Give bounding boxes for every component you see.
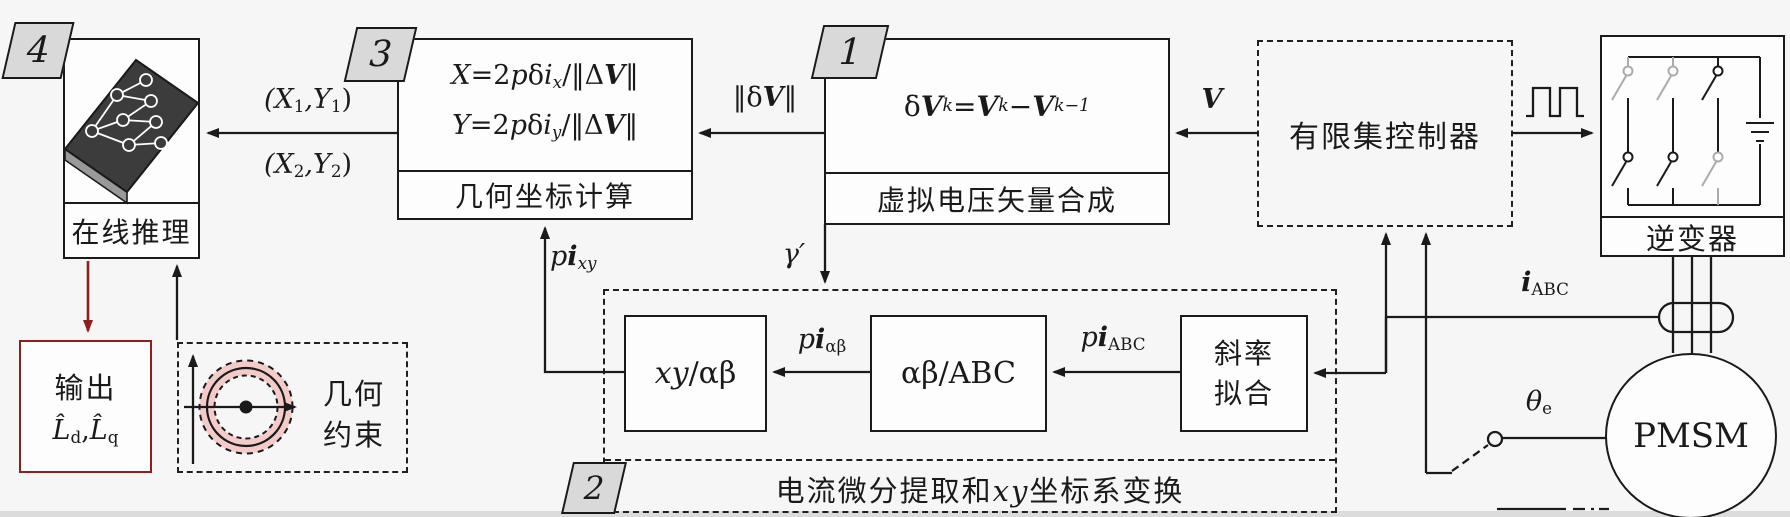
- slope-fitting-box: 斜率 拟合: [1180, 315, 1308, 432]
- pmsm-circle: PMSM: [1605, 353, 1777, 517]
- label-theta-e: θe: [1525, 386, 1553, 419]
- three-phase-lines: [1671, 257, 1713, 353]
- label-pixy: pixy: [550, 241, 597, 274]
- online-inference-box: 在线推理: [63, 38, 200, 259]
- output-box: 输出 L̂d,L̂q: [19, 340, 152, 473]
- formula-x: X=2pδix/‖ΔV‖: [451, 59, 639, 92]
- inverter-box: 逆变器: [1600, 35, 1785, 257]
- label-iabc: iABC: [1521, 267, 1569, 300]
- label-x2y2: (X2,Y2): [263, 149, 353, 182]
- geo-constraint-box: [177, 342, 408, 473]
- label-norm-dv: ‖δV‖: [732, 82, 798, 113]
- geo-calc-box: X=2pδix/‖ΔV‖ Y=2pδiy/‖ΔV‖ 几何坐标计算: [397, 38, 693, 220]
- step-tag-3: 3: [343, 27, 418, 82]
- pulse-wave-icon: [1526, 86, 1584, 118]
- online-inference-label: 在线推理: [65, 202, 198, 257]
- bottom-edge-strip: [0, 511, 1790, 517]
- label-gamma: γ′: [782, 239, 806, 270]
- transform-chain-caption: 电流微分提取和xy坐标系变换: [775, 474, 1185, 508]
- inverter-label: 逆变器: [1602, 216, 1783, 256]
- geo-calc-formulas: X=2pδix/‖ΔV‖ Y=2pδiy/‖ΔV‖: [399, 40, 691, 168]
- step-tag-4-text: 4: [21, 30, 55, 71]
- output-title: 输出: [54, 371, 117, 406]
- alphabeta-abc-box: αβ/ABC: [870, 315, 1047, 432]
- controller-box: 有限集控制器: [1257, 40, 1513, 227]
- label-piab: piαβ: [797, 324, 847, 357]
- encoder-node-icon: [1486, 430, 1504, 448]
- geo-constraint-label: 几何 约束: [322, 377, 385, 452]
- label-piabc: piABC: [1080, 322, 1146, 355]
- transform-chain-divider: [605, 459, 1335, 461]
- current-sensor-icon: [1657, 301, 1735, 334]
- geo-calc-label: 几何坐标计算: [399, 170, 691, 218]
- step-tag-2-text: 2: [579, 469, 609, 507]
- theta-dashed-link: [1451, 444, 1489, 472]
- step-tag-1-text: 1: [833, 31, 867, 73]
- controller-label: 有限集控制器: [1289, 119, 1481, 155]
- virtual-voltage-label: 虚拟电压矢量合成: [826, 172, 1168, 223]
- xy-alphabeta-box: xy/αβ: [624, 315, 767, 432]
- output-ldq: L̂d,L̂q: [52, 415, 119, 448]
- step-tag-3-text: 3: [364, 34, 397, 75]
- label-x1y1: (X1,Y1): [263, 84, 353, 117]
- step-tag-1: 1: [810, 25, 890, 79]
- transform-chain-box: [603, 289, 1337, 513]
- formula-y: Y=2pδiy/‖ΔV‖: [452, 110, 638, 143]
- label-v: V: [1201, 84, 1223, 115]
- pmsm-label: PMSM: [1633, 416, 1749, 456]
